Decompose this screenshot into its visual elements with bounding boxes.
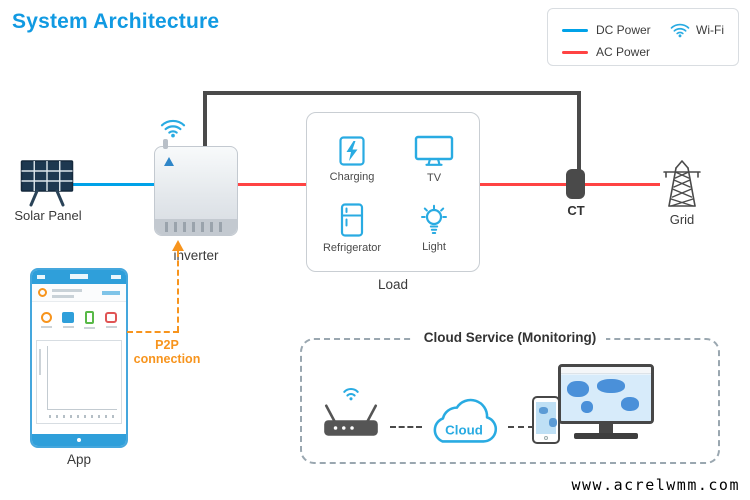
grid-tower-icon [663, 160, 701, 207]
legend-wifi: Wi-Fi [670, 22, 724, 38]
legend-ac-label: AC Power [596, 45, 651, 59]
chart-tick-labels [49, 415, 117, 418]
tv-icon [414, 135, 454, 166]
inverter-vent-fins [165, 222, 227, 232]
load-label: Load [377, 277, 409, 292]
cloud-label: Cloud [445, 422, 483, 437]
app-header-bar [32, 270, 126, 284]
solar-panel-label: Solar Panel [14, 208, 82, 223]
p2p-dashed-line-vertical [177, 251, 179, 332]
ct-sensor-icon [566, 169, 585, 199]
text-placeholder [52, 295, 74, 298]
router-icon [324, 387, 378, 436]
load-item-tv: TV [414, 135, 454, 184]
cloud-icon: Cloud [433, 398, 498, 443]
pv-icon [41, 312, 52, 328]
home-icon [62, 312, 74, 328]
app-label: App [66, 452, 92, 467]
cloud-service-title-wrap: Cloud Service (Monitoring) [300, 329, 720, 347]
phone-home-button [544, 436, 548, 440]
ct-drop-line [577, 91, 581, 173]
chart-y-axis [47, 346, 48, 410]
inverter-label: inverter [173, 248, 219, 263]
y-axis-label-placeholder [39, 349, 41, 375]
cloud-service-title: Cloud Service (Monitoring) [413, 330, 607, 345]
monitoring-phone-icon [532, 396, 560, 444]
monitor-base [574, 433, 638, 439]
legend-wifi-label: Wi-Fi [696, 23, 724, 37]
p2p-connection-label: P2P connection [133, 338, 201, 367]
legend-dc-label: DC Power [596, 23, 651, 37]
page-title: System Architecture [12, 10, 220, 33]
wifi-icon [160, 119, 186, 138]
sun-icon [38, 288, 47, 297]
grid-label: Grid [669, 212, 695, 227]
load-item-light: Light [419, 204, 449, 253]
app-status-row [32, 284, 126, 302]
meter-icon [105, 312, 117, 328]
dc-power-line [70, 183, 158, 186]
monitor-toolbar [561, 367, 651, 374]
legend-box: DC Power AC Power Wi-Fi [547, 8, 739, 66]
legend-ac-power: AC Power [562, 45, 650, 59]
inverter-antenna [163, 139, 168, 149]
load-item-refrigerator: Refrigerator [323, 203, 381, 254]
watermark-url: www.acrelwmm.com [571, 476, 740, 494]
cloud-to-devices-dashed-line [508, 426, 534, 428]
tv-label: TV [426, 172, 442, 184]
monitor-screen [558, 364, 654, 424]
text-placeholder [52, 289, 82, 292]
solar-panel-icon [20, 160, 74, 207]
p2p-arrowhead-icon [172, 240, 184, 251]
ct-label: CT [567, 203, 585, 218]
router-to-cloud-dashed-line [390, 426, 422, 428]
app-chart-area [36, 340, 122, 424]
dc-line-swatch [562, 28, 588, 32]
light-bulb-icon [421, 204, 447, 234]
app-title-placeholder [70, 274, 88, 279]
inverter-to-ct-line [203, 91, 581, 95]
monitoring-pc-icon [556, 364, 656, 439]
ac-line-swatch [562, 50, 588, 54]
inverter-riser-line [203, 91, 207, 151]
legend-dc-power: DC Power [562, 23, 651, 37]
wifi-icon [670, 23, 690, 38]
refrigerator-icon [340, 203, 364, 237]
app-icon-row [32, 303, 126, 337]
load-item-charging: Charging [329, 136, 375, 183]
battery-icon [84, 311, 95, 329]
app-footer-bar [32, 434, 126, 446]
phone-screen [536, 402, 557, 434]
monitor-stand [599, 424, 613, 433]
charging-label: Charging [329, 171, 375, 183]
p2p-dashed-line-horizontal [127, 331, 179, 333]
inverter-device [154, 139, 238, 236]
value-placeholder [102, 291, 120, 295]
light-label: Light [422, 241, 446, 253]
charging-icon [339, 136, 365, 166]
app-screenshot [30, 268, 128, 448]
home-button-icon [77, 438, 81, 442]
world-map-dashboard [561, 375, 651, 421]
load-group-box: Charging TV Refrigerator Light [306, 112, 480, 272]
refrigerator-label: Refrigerator [322, 242, 382, 254]
app-menu-icon [111, 275, 121, 279]
chart-x-axis [47, 409, 117, 410]
inverter-brand-logo [164, 157, 174, 166]
app-back-icon [37, 275, 45, 279]
